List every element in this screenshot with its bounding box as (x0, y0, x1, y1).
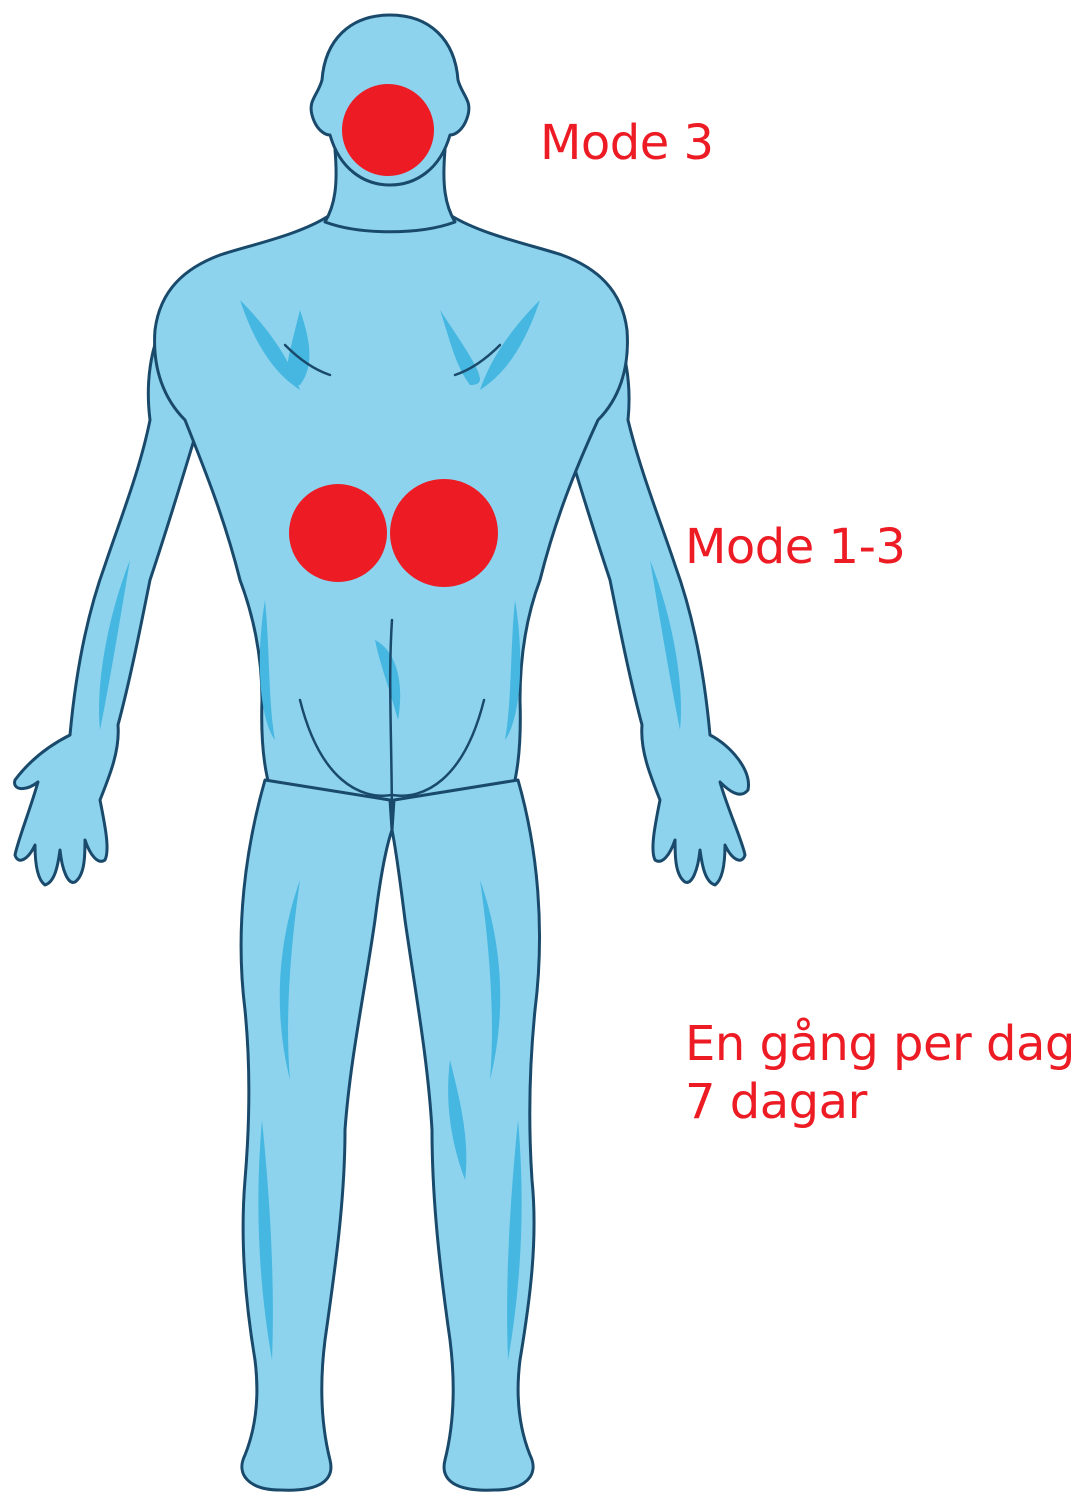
marker-lower-back-right (390, 479, 498, 587)
label-lower-back-mode: Mode 1-3 (685, 518, 905, 576)
label-neck-mode: Mode 3 (540, 114, 714, 172)
label-frequency: En gång per dag 7 dagar (685, 1015, 1075, 1131)
frequency-line-2: 7 dagar (685, 1073, 1075, 1131)
frequency-line-1: En gång per dag (685, 1015, 1075, 1073)
marker-lower-back-left (289, 484, 387, 582)
marker-neck (342, 84, 434, 176)
human-body-back-view (15, 15, 749, 1490)
left-leg (241, 780, 392, 1490)
